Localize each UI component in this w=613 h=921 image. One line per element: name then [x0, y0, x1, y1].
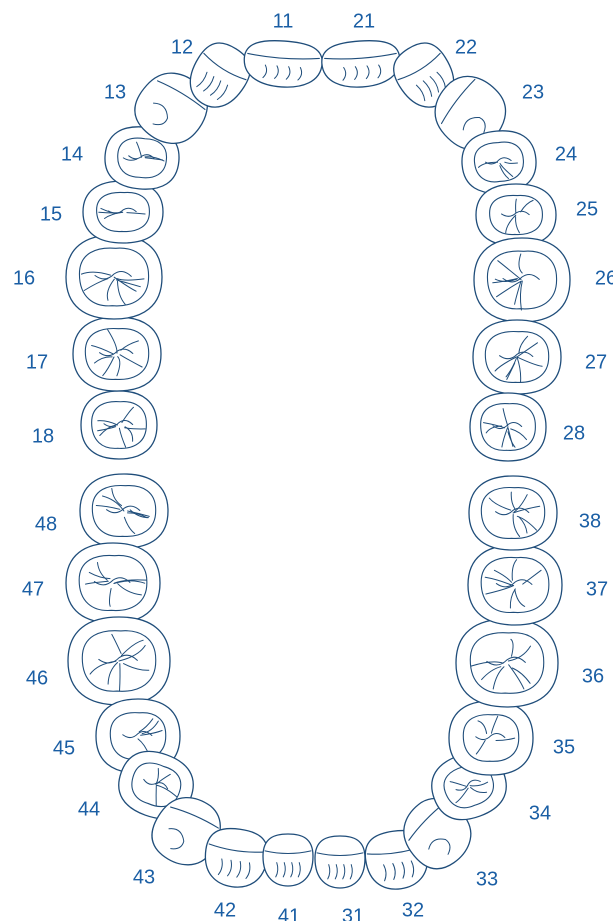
- tooth-outline: [315, 836, 365, 888]
- tooth-31[interactable]: [315, 836, 365, 888]
- tooth-number-22: 22: [455, 36, 477, 58]
- tooth-number-35: 35: [553, 736, 575, 758]
- tooth-number-26: 26: [595, 267, 613, 289]
- tooth-number-13: 13: [104, 81, 126, 103]
- tooth-number-27: 27: [585, 351, 607, 373]
- tooth-outline: [242, 38, 323, 89]
- tooth-16[interactable]: [66, 235, 162, 319]
- tooth-outline: [456, 619, 558, 707]
- tooth-number-32: 32: [402, 899, 424, 921]
- tooth-outline: [474, 238, 570, 322]
- tooth-number-17: 17: [26, 351, 48, 373]
- tooth-number-41: 41: [278, 905, 300, 921]
- tooth-number-25: 25: [576, 198, 598, 220]
- tooth-36[interactable]: [456, 619, 558, 707]
- tooth-21[interactable]: [320, 38, 401, 89]
- tooth-number-38: 38: [579, 510, 601, 532]
- tooth-42[interactable]: [201, 825, 270, 891]
- tooth-35[interactable]: [449, 701, 533, 775]
- tooth-number-31: 31: [342, 905, 364, 921]
- tooth-26[interactable]: [474, 238, 570, 322]
- tooth-groove: [120, 664, 121, 692]
- tooth-number-23: 23: [522, 81, 544, 103]
- tooth-number-18: 18: [32, 425, 54, 447]
- tooth-number-15: 15: [40, 203, 62, 225]
- tooth-number-28: 28: [563, 422, 585, 444]
- tooth-28[interactable]: [470, 393, 546, 461]
- teeth-layer: [66, 35, 570, 893]
- tooth-number-45: 45: [53, 737, 75, 759]
- tooth-25[interactable]: [476, 184, 556, 246]
- tooth-number-43: 43: [133, 866, 155, 888]
- tooth-number-34: 34: [529, 802, 551, 824]
- tooth-number-46: 46: [26, 667, 48, 689]
- tooth-number-36: 36: [582, 665, 604, 687]
- tooth-number-44: 44: [78, 798, 100, 820]
- tooth-number-37: 37: [586, 578, 608, 600]
- tooth-outline: [201, 825, 270, 891]
- tooth-46[interactable]: [68, 617, 170, 705]
- tooth-18[interactable]: [81, 391, 157, 459]
- tooth-17[interactable]: [73, 317, 161, 391]
- tooth-27[interactable]: [473, 320, 561, 394]
- tooth-outline: [449, 701, 533, 775]
- tooth-number-33: 33: [476, 868, 498, 890]
- tooth-number-12: 12: [171, 36, 193, 58]
- tooth-11[interactable]: [242, 38, 323, 89]
- tooth-15[interactable]: [83, 181, 163, 243]
- tooth-number-24: 24: [555, 143, 577, 165]
- tooth-number-21: 21: [353, 10, 375, 32]
- tooth-number-14: 14: [61, 143, 83, 165]
- tooth-outline: [263, 834, 313, 886]
- tooth-number-42: 42: [214, 899, 236, 921]
- tooth-48[interactable]: [80, 474, 168, 548]
- tooth-38[interactable]: [469, 476, 557, 550]
- tooth-number-47: 47: [22, 578, 44, 600]
- tooth-outline: [320, 38, 401, 89]
- tooth-number-16: 16: [13, 267, 35, 289]
- tooth-41[interactable]: [263, 834, 313, 886]
- tooth-number-11: 11: [273, 10, 294, 32]
- tooth-37[interactable]: [468, 545, 562, 625]
- tooth-47[interactable]: [66, 543, 160, 623]
- tooth-number-48: 48: [35, 513, 57, 535]
